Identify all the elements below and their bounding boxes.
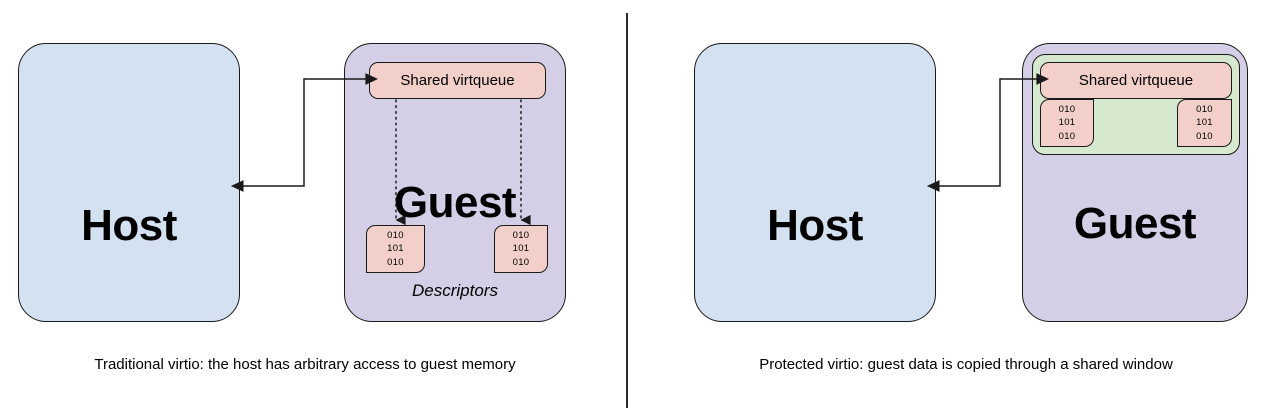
descriptor-line: 101	[1196, 117, 1213, 129]
host-box-traditional[interactable]: Host	[18, 43, 240, 322]
shared-virtqueue-label-traditional: Shared virtqueue	[400, 72, 515, 89]
descriptor-box[interactable]: 010 101 010	[494, 225, 548, 273]
descriptor-line: 010	[1196, 130, 1213, 142]
panel-traditional-virtio: Host Guest Shared virtqueue 010 101 010 …	[0, 0, 626, 408]
panel-caption-traditional: Traditional virtio: the host has arbitra…	[94, 356, 516, 373]
guest-label-traditional: Guest	[393, 178, 517, 227]
shared-virtqueue-label-protected: Shared virtqueue	[1078, 72, 1194, 89]
host-box-protected[interactable]: Host	[694, 43, 936, 322]
descriptor-line: 010	[512, 229, 530, 241]
shared-virtqueue-protected[interactable]: Shared virtqueue	[1040, 62, 1232, 99]
host-label-protected: Host	[767, 201, 863, 250]
descriptor-box[interactable]: 010 101 010	[1040, 99, 1094, 147]
descriptor-line: 010	[1196, 103, 1213, 115]
panel-divider	[626, 13, 628, 408]
descriptor-line: 010	[1058, 130, 1076, 142]
descriptor-line: 010	[387, 229, 404, 241]
descriptor-box[interactable]: 010 101 010	[366, 225, 425, 273]
panel-protected-virtio: Host Guest Shared virtqueue 010 101 010 …	[640, 0, 1266, 408]
shared-virtqueue-traditional[interactable]: Shared virtqueue	[369, 62, 546, 99]
panel-caption-protected: Protected virtio: guest data is copied t…	[759, 356, 1173, 373]
descriptor-line: 010	[512, 256, 530, 268]
descriptors-caption: Descriptors	[412, 281, 498, 300]
host-label-traditional: Host	[81, 201, 177, 250]
descriptor-box[interactable]: 010 101 010	[1177, 99, 1232, 147]
guest-label-protected: Guest	[1073, 199, 1197, 248]
descriptor-line: 101	[387, 243, 404, 255]
descriptor-line: 010	[387, 256, 404, 268]
descriptor-line: 101	[1058, 117, 1076, 129]
descriptor-line: 101	[512, 243, 530, 255]
descriptor-line: 010	[1058, 103, 1076, 115]
